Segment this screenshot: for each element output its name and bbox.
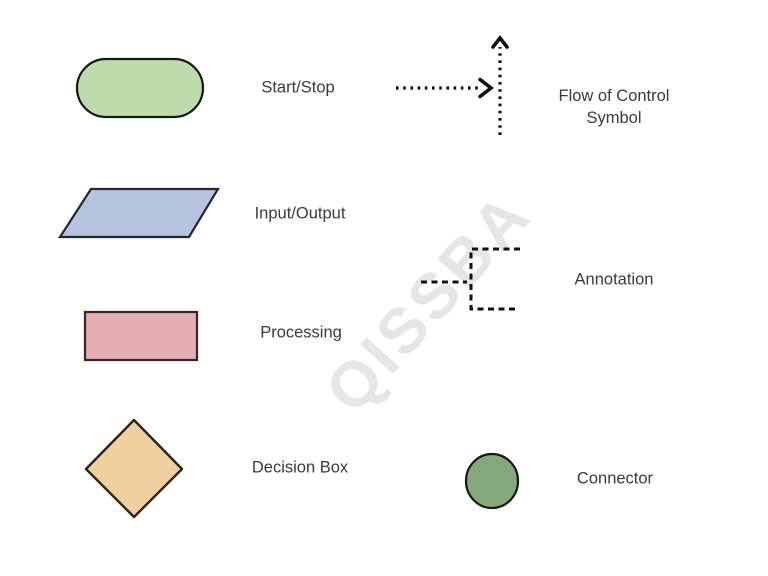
start-stop-label: Start/Stop (261, 78, 335, 97)
flow-of-control-label-line1: Flow of Control (558, 87, 670, 105)
processing-label: Processing (260, 323, 342, 342)
decision-shape (84, 418, 184, 519)
flow-arrow-horizontal (396, 77, 494, 99)
flow-of-control-label: Flow of Control Symbol (524, 85, 704, 129)
flow-arrow-vertical (491, 35, 509, 135)
processing-shape (83, 310, 199, 362)
start-stop-shape (75, 57, 205, 119)
input-output-shape (57, 187, 220, 239)
connector-label: Connector (576, 469, 654, 488)
decision-box-label: Decision Box (251, 458, 349, 477)
connector-shape (464, 452, 520, 510)
input-output-label: Input/Output (254, 204, 346, 223)
annotation-label: Annotation (574, 270, 654, 289)
annotation-symbol (421, 247, 520, 311)
flow-of-control-label-line2: Symbol (586, 109, 642, 127)
